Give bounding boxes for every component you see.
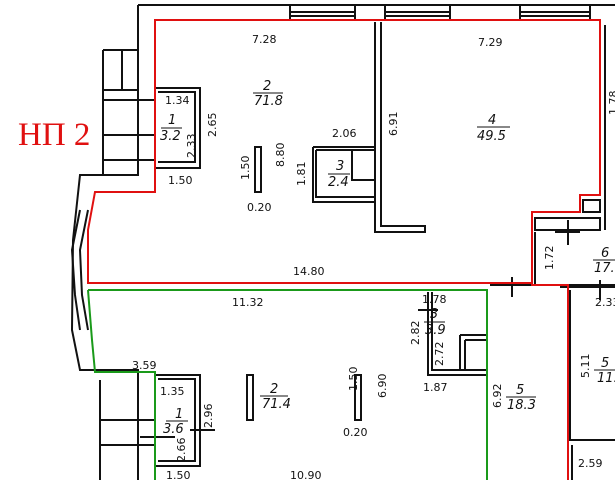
room-area: 71.8 [254,94,283,109]
room-area: 2.4 [328,175,349,190]
lower-unit-rooms: 1 3.6 2 71.4 3 3.9 5 18.3 5 11.5 [163,307,615,437]
dimension-label: 2.72 [433,342,446,367]
dimension-label: 2.33 [185,134,198,159]
room-area: 11.5 [597,371,615,386]
room-number: 1 [168,113,176,128]
room-number: 5 [516,383,524,398]
room-number: 6 [601,246,609,261]
dimension-label: 2.06 [332,127,357,140]
room-area: 49.5 [477,129,506,144]
room-area: 3.6 [163,422,184,437]
dimension-label: 7.28 [252,33,277,46]
dimension-label: 1.50 [239,156,252,181]
dimension-label: 1.87 [423,381,448,394]
unit-label: НП 2 [18,117,90,153]
dimension-label: 11.32 [232,296,264,309]
room-area: 17.6 [594,261,615,276]
dimension-label: 1.78 [607,91,615,116]
room-number: 2 [263,79,271,94]
dimension-label: 1.78 [422,293,447,306]
lower-unit-boundary [87,289,488,480]
dimension-label: 8.80 [274,143,287,168]
dimension-label: 1.34 [165,94,190,107]
dimension-label: 0.20 [247,201,272,214]
dimension-label: 1.72 [543,246,556,271]
room-number: 3 [430,307,438,322]
dimension-label: 10.90 [290,469,322,480]
room-area: 3.2 [160,129,181,144]
dimension-label: 1.50 [347,367,360,392]
room-number: 4 [488,113,496,128]
dimension-label: 1.35 [160,385,185,398]
upper-unit-boundary [87,19,601,480]
dimension-label: 5.11 [579,354,592,379]
dimension-label: 6.91 [387,112,400,137]
dimension-label: 7.29 [478,36,503,49]
dimension-label: 2.59 [578,457,603,470]
dimension-label: 2.66 [175,438,188,463]
dimension-label: 2.82 [409,321,422,346]
room-number: 1 [175,407,183,422]
room-area: 71.4 [262,397,291,412]
dimension-label: 1.50 [166,469,191,480]
dimension-label: 2.65 [206,113,219,138]
upper-unit-dimensions: 7.28 7.29 1.34 2.65 2.33 1.50 8.80 1.50 … [165,33,615,278]
dimension-label: 14.80 [293,265,325,278]
dimension-label: 6.92 [491,384,504,409]
dimension-label: 0.20 [343,426,368,439]
room-area: 3.9 [425,323,446,338]
room-number: 2 [270,382,278,397]
dimension-label: 1.81 [295,162,308,187]
dimension-label: 6.90 [376,374,389,399]
dimension-label: 3.59 [132,359,157,372]
dimension-label: 1.50 [168,174,193,187]
dimension-label: 2.33 [595,296,615,309]
dimension-label: 2.96 [202,404,215,429]
room-number: 5 [601,356,609,371]
room-number: 3 [336,159,344,174]
building-walls [70,4,615,480]
lower-unit-dimensions: 11.32 1.78 2.82 2.72 1.87 3.59 1.35 2.96… [132,293,615,480]
room-area: 18.3 [507,398,536,413]
upper-unit-rooms: 1 3.2 2 71.8 3 2.4 4 49.5 6 17.6 [160,79,615,276]
